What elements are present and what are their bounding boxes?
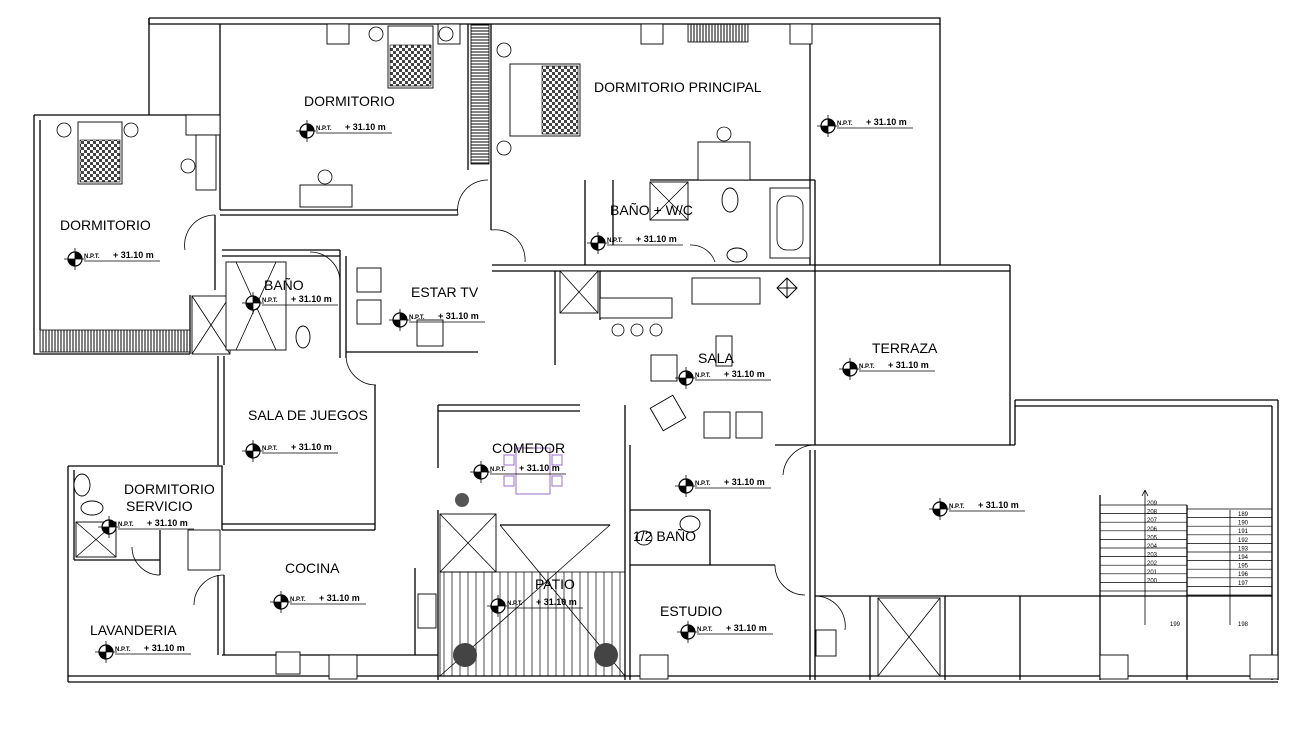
level-code: N.P.T. bbox=[949, 504, 965, 510]
level-markers: N.P.T. + 31.10 m N.P.T. + 31.10 m N.P.T. + 31… bbox=[64, 115, 1025, 663]
stair-number: 208 bbox=[1147, 510, 1158, 516]
level-code: N.P.T. bbox=[115, 647, 131, 653]
level-marker: N.P.T. + 31.10 m bbox=[64, 248, 160, 270]
level-marker: N.P.T. + 31.10 m bbox=[470, 461, 566, 483]
staircase: 209 208 207 206 205 204 203 202 201 200 189 190 191 1… bbox=[1100, 489, 1272, 628]
room-label: COMEDOR bbox=[492, 440, 565, 456]
level-marker: N.P.T. + 31.10 m bbox=[389, 309, 485, 331]
stair-number: 205 bbox=[1147, 535, 1158, 541]
level-marker: N.P.T. + 31.10 m bbox=[95, 641, 191, 663]
level-marker: N.P.T. + 31.10 m bbox=[487, 595, 583, 617]
stair-number: 203 bbox=[1147, 553, 1158, 559]
room-label: DORMITORIO bbox=[124, 481, 215, 497]
stair-number: 200 bbox=[1147, 578, 1158, 584]
room-labels: DORMITORIO DORMITORIO PRINCIPAL DORMITOR… bbox=[60, 79, 938, 638]
stair-number: 197 bbox=[1238, 581, 1249, 587]
room-label: BAÑO + W/C bbox=[610, 202, 693, 218]
stair-number: 198 bbox=[1238, 622, 1249, 628]
level-code: N.P.T. bbox=[490, 467, 506, 473]
level-value: + 31.10 m bbox=[519, 463, 560, 473]
level-value: + 31.10 m bbox=[888, 360, 929, 370]
level-value: + 31.10 m bbox=[726, 623, 767, 633]
stair-number: 193 bbox=[1238, 546, 1249, 552]
level-value: + 31.10 m bbox=[536, 597, 577, 607]
level-marker: N.P.T. + 31.10 m bbox=[270, 591, 366, 613]
level-code: N.P.T. bbox=[262, 446, 278, 452]
stair-number: 207 bbox=[1147, 518, 1158, 524]
level-code: N.P.T. bbox=[84, 254, 100, 260]
columns bbox=[185, 23, 1279, 680]
room-label: PATIO bbox=[535, 576, 575, 592]
furniture bbox=[56, 25, 941, 677]
level-value: + 31.10 m bbox=[724, 477, 765, 487]
stair-number: 189 bbox=[1238, 512, 1249, 518]
room-label: SERVICIO bbox=[126, 498, 193, 514]
room-label: BAÑO bbox=[264, 277, 304, 293]
doors bbox=[131, 179, 846, 631]
level-value: + 31.10 m bbox=[978, 500, 1019, 510]
level-value: + 31.10 m bbox=[438, 311, 479, 321]
level-marker: N.P.T. + 31.10 m bbox=[296, 120, 392, 142]
level-code: N.P.T. bbox=[409, 315, 425, 321]
level-code: N.P.T. bbox=[118, 522, 134, 528]
level-code: N.P.T. bbox=[695, 481, 711, 487]
level-value: + 31.10 m bbox=[866, 117, 907, 127]
level-value: + 31.10 m bbox=[291, 442, 332, 452]
stair-number: 196 bbox=[1238, 572, 1249, 578]
hatched-walls bbox=[39, 23, 749, 353]
level-marker: N.P.T. + 31.10 m bbox=[839, 358, 935, 380]
level-code: N.P.T. bbox=[859, 364, 875, 370]
level-code: N.P.T. bbox=[290, 597, 306, 603]
level-marker: N.P.T. + 31.10 m bbox=[242, 292, 338, 314]
level-marker: N.P.T. + 31.10 m bbox=[817, 115, 913, 137]
room-label: SALA DE JUEGOS bbox=[248, 407, 368, 423]
room-label: DORMITORIO PRINCIPAL bbox=[594, 79, 762, 95]
level-code: N.P.T. bbox=[316, 126, 332, 132]
level-value: + 31.10 m bbox=[291, 294, 332, 304]
stair-number: 195 bbox=[1238, 564, 1249, 570]
level-marker: N.P.T. + 31.10 m bbox=[675, 367, 771, 389]
level-code: N.P.T. bbox=[695, 373, 711, 379]
level-marker: N.P.T. + 31.10 m bbox=[929, 498, 1025, 520]
level-value: + 31.10 m bbox=[345, 122, 386, 132]
level-value: + 31.10 m bbox=[724, 369, 765, 379]
stair-number: 202 bbox=[1147, 561, 1158, 567]
level-value: + 31.10 m bbox=[147, 518, 188, 528]
level-code: N.P.T. bbox=[507, 601, 523, 607]
room-label: DORMITORIO bbox=[304, 93, 395, 109]
level-value: + 31.10 m bbox=[319, 593, 360, 603]
level-marker: N.P.T. + 31.10 m bbox=[677, 621, 773, 643]
room-label: COCINA bbox=[285, 560, 340, 576]
room-label: 1/2 BAÑO bbox=[633, 528, 696, 544]
stair-number: 190 bbox=[1238, 521, 1249, 527]
stair-number: 204 bbox=[1147, 544, 1158, 550]
level-code: N.P.T. bbox=[697, 627, 713, 633]
room-label: LAVANDERIA bbox=[90, 622, 177, 638]
room-label: ESTAR TV bbox=[411, 284, 479, 300]
level-value: + 31.10 m bbox=[636, 234, 677, 244]
stair-number: 201 bbox=[1147, 570, 1158, 576]
level-code: N.P.T. bbox=[262, 298, 278, 304]
level-marker: N.P.T. + 31.10 m bbox=[242, 440, 338, 462]
level-value: + 31.10 m bbox=[113, 250, 154, 260]
level-marker: N.P.T. + 31.10 m bbox=[587, 232, 683, 254]
stair-number: 206 bbox=[1147, 527, 1158, 533]
room-label: SALA bbox=[698, 350, 734, 366]
stair-number: 191 bbox=[1238, 529, 1249, 535]
level-code: N.P.T. bbox=[837, 121, 853, 127]
room-label: ESTUDIO bbox=[660, 603, 722, 619]
stair-number: 199 bbox=[1170, 622, 1181, 628]
level-marker: N.P.T. + 31.10 m bbox=[98, 516, 194, 538]
stair-number: 194 bbox=[1238, 555, 1249, 561]
level-marker: N.P.T. + 31.10 m bbox=[675, 475, 771, 497]
room-label: DORMITORIO bbox=[60, 217, 151, 233]
level-code: N.P.T. bbox=[607, 238, 623, 244]
stair-number: 192 bbox=[1238, 538, 1249, 544]
level-value: + 31.10 m bbox=[144, 643, 185, 653]
stair-number: 209 bbox=[1147, 501, 1158, 507]
room-label: TERRAZA bbox=[872, 340, 938, 356]
